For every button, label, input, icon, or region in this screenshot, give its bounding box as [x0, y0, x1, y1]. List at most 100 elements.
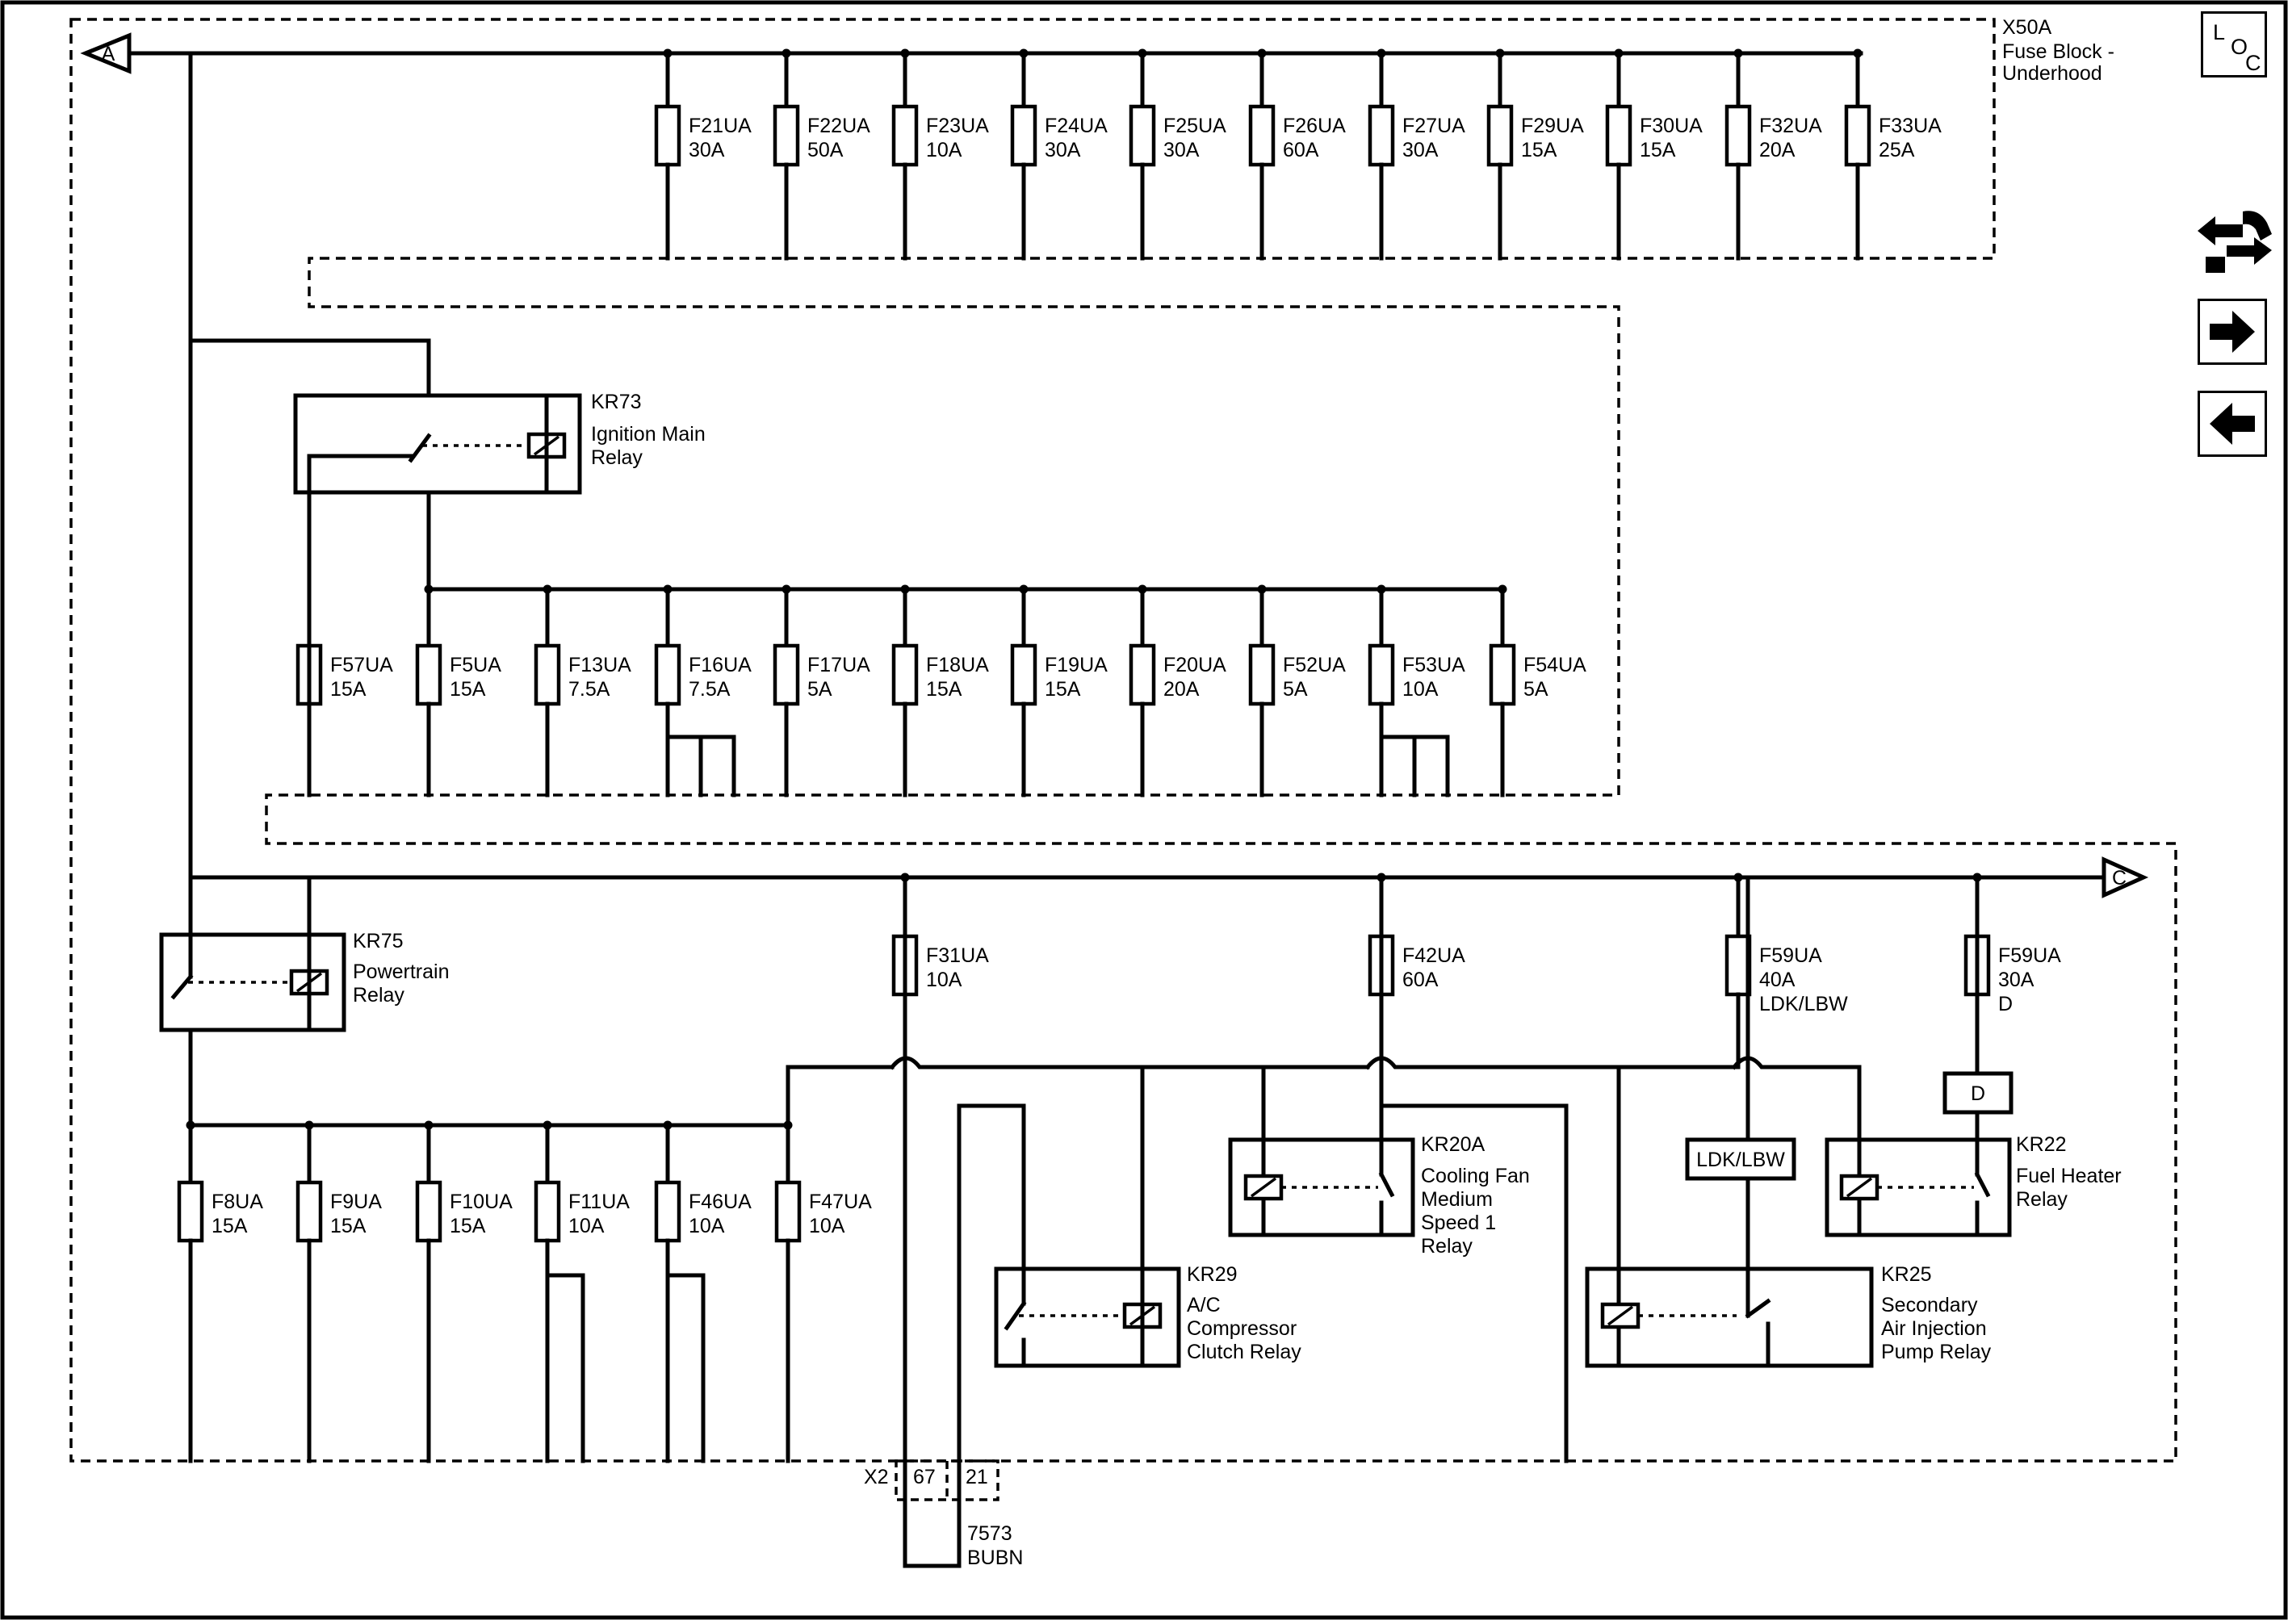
fuse-name: F5UA [450, 654, 501, 676]
svg-text:Cooling Fan: Cooling Fan [1421, 1165, 1530, 1187]
top-fuse-row: F21UA30AF22UA50AF23UA10AF24UA30AF25UA30A… [654, 48, 1942, 261]
fuse-rating: 5A [807, 678, 832, 701]
fuse-name: F9UA [330, 1191, 382, 1213]
bottom-fuse-row: F8UA15AF9UA15AF10UA15AF11UA10AF46UA10AF4… [177, 1120, 872, 1463]
fuse-option: D [1998, 993, 2013, 1015]
off-page-connector-a[interactable]: A [80, 32, 132, 74]
fuse-rating: 15A [330, 678, 367, 701]
relay-kr22[interactable]: KR22 Fuel Heater Relay [1825, 1133, 2122, 1237]
svg-text:KR73: KR73 [591, 391, 642, 413]
fuse-rating: 15A [212, 1215, 248, 1237]
option-box-ldk-lbw: LDK/LBW [1685, 1137, 1796, 1181]
loc-button[interactable]: L O C [2201, 11, 2267, 77]
svg-text:X2: X2 [864, 1466, 889, 1488]
relay-kr25[interactable]: KR25 Secondary Air Injection Pump Relay [1585, 1263, 1992, 1368]
svg-text:BUBN: BUBN [967, 1547, 1023, 1569]
fuse-name: F27UA [1402, 115, 1465, 137]
fuse-rating: 15A [450, 1215, 486, 1237]
svg-text:Fuel Heater: Fuel Heater [2016, 1165, 2122, 1187]
fuse-name: F19UA [1045, 654, 1108, 676]
fuse-rating: 30A [689, 139, 725, 161]
relay-kr75[interactable]: KR75 Powertrain Relay [159, 930, 450, 1128]
svg-text:Pump Relay: Pump Relay [1881, 1341, 1992, 1363]
fuse-rating: 5A [1523, 678, 1548, 701]
fuse-rating: 7.5A [689, 678, 731, 701]
svg-text:KR25: KR25 [1881, 1263, 1932, 1286]
svg-text:A/C: A/C [1187, 1294, 1221, 1316]
svg-text:Clutch Relay: Clutch Relay [1187, 1341, 1301, 1363]
fuse-name: F59UA [1998, 944, 2061, 967]
fuse-name: F59UA [1759, 944, 1822, 967]
fuse-rating: 5A [1283, 678, 1308, 701]
fuse-name: F21UA [689, 115, 752, 137]
svg-text:Speed 1: Speed 1 [1421, 1212, 1496, 1234]
relay-kr73[interactable]: KR73 Ignition Main Relay [293, 391, 706, 797]
svg-text:C: C [2112, 867, 2127, 889]
relay-kr29[interactable]: KR29 A/C Compressor Clutch Relay [994, 1263, 1301, 1368]
harness-connector-x2[interactable]: X2 67 21 [864, 1459, 999, 1501]
fuse-name: F32UA [1759, 115, 1822, 137]
middle-fuse-row: F57UA15AF5UA15AF13UA7.5AF16UA7.5AF17UA5A… [295, 479, 1586, 797]
svg-text:Relay: Relay [353, 984, 404, 1007]
fuse-rating: 7.5A [568, 678, 610, 701]
fuse-rating: 15A [450, 678, 486, 701]
off-page-connector-c[interactable]: C [2112, 867, 2127, 889]
fuse-name: F46UA [689, 1191, 752, 1213]
relay-kr20a[interactable]: KR20A Cooling Fan Medium Speed 1 Relay [1228, 1133, 1530, 1258]
fuse-name: F24UA [1045, 115, 1108, 137]
fuse-rating: 10A [809, 1215, 845, 1237]
next-arrow-icon[interactable] [2198, 299, 2267, 365]
previous-arrow-icon[interactable] [2198, 391, 2267, 457]
fuse-name: F33UA [1879, 115, 1942, 137]
fuse-name: F25UA [1163, 115, 1226, 137]
fuse-name: F26UA [1283, 115, 1346, 137]
svg-text:KR75: KR75 [353, 930, 404, 952]
svg-text:KR20A: KR20A [1421, 1133, 1486, 1156]
fuse-name: F54UA [1523, 654, 1586, 676]
connector-arrows-icon[interactable] [2194, 205, 2275, 279]
fuse-rating: 15A [330, 1215, 367, 1237]
loc-letter-o: O [2231, 35, 2248, 59]
svg-text:Powertrain: Powertrain [353, 961, 450, 983]
svg-text:Relay: Relay [591, 446, 643, 469]
svg-text:Medium: Medium [1421, 1188, 1493, 1211]
fuse-block-title: X50A Fuse Block - Underhood [2002, 16, 2114, 85]
fuse-name: F8UA [212, 1191, 263, 1213]
fuse-rating: 15A [1640, 139, 1676, 161]
loc-letter-c: C [2245, 51, 2261, 75]
